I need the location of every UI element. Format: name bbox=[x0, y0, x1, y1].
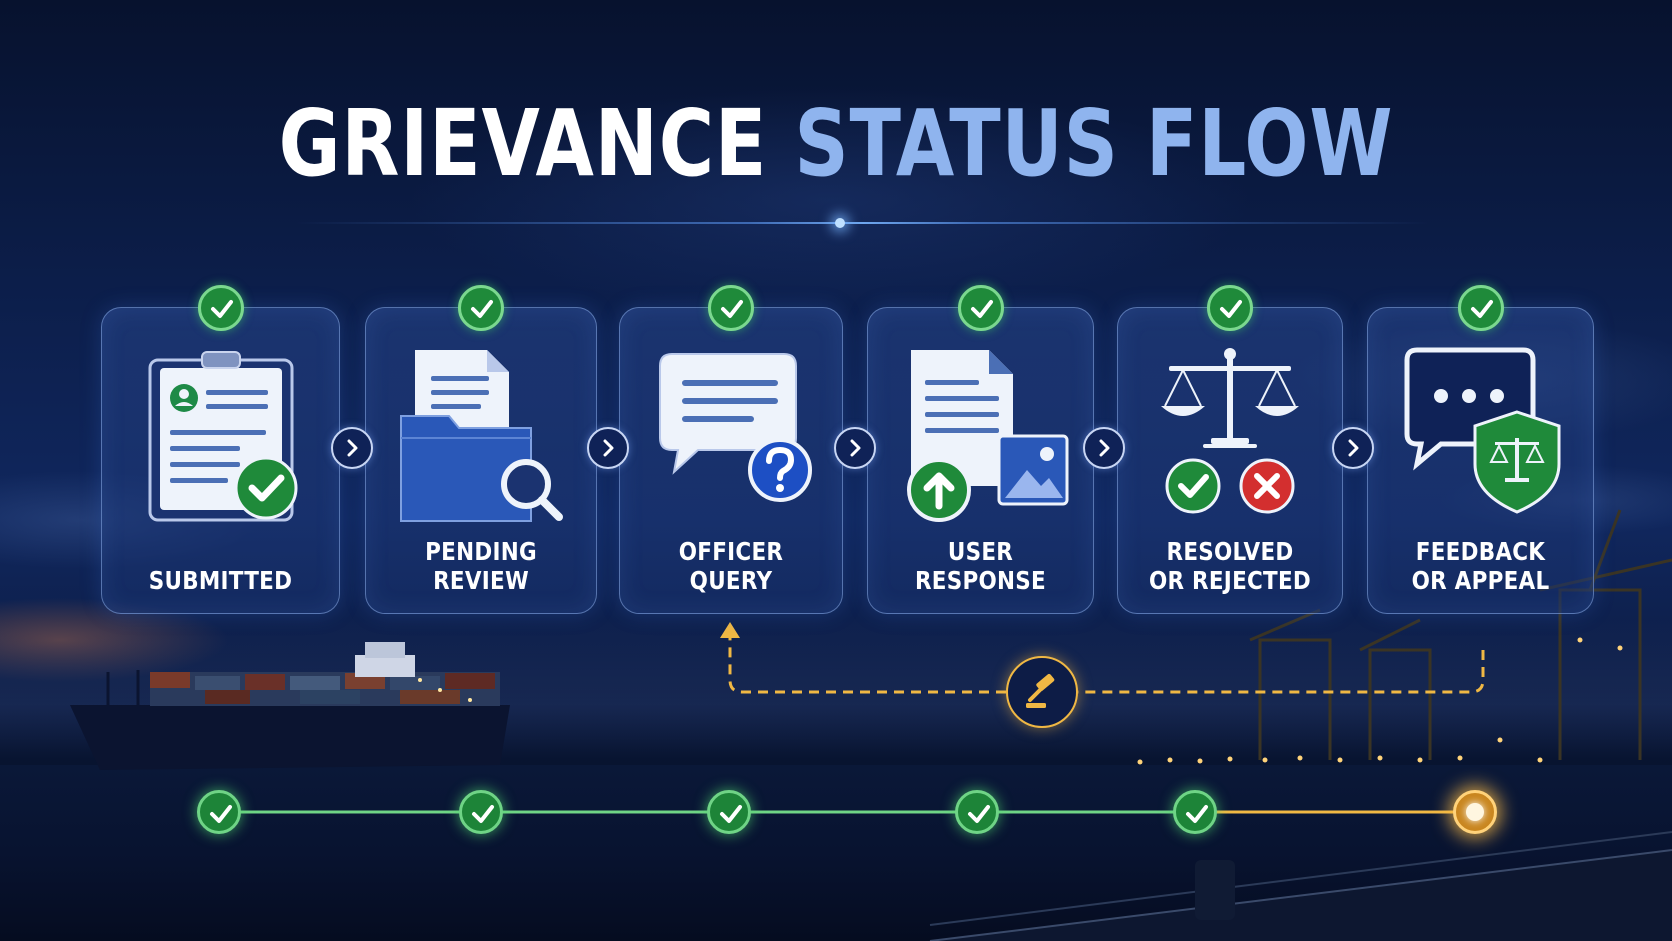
stage-label-line-1: RESOLVED bbox=[1166, 537, 1294, 566]
stage-complete-badge bbox=[957, 285, 1004, 331]
stage-complete-badge bbox=[1457, 285, 1504, 331]
chevron-right-icon bbox=[1348, 439, 1359, 457]
check-icon bbox=[968, 805, 990, 823]
check-icon bbox=[721, 300, 743, 318]
stage-label-line-1: SUBMITTED bbox=[148, 566, 293, 595]
chevron-right-icon bbox=[1099, 439, 1110, 457]
stage-card-4: USER RESPONSE bbox=[867, 285, 1094, 614]
check-icon bbox=[720, 805, 742, 823]
stage-label: SUBMITTED bbox=[119, 566, 323, 595]
progress-step-complete bbox=[1173, 790, 1217, 834]
check-icon bbox=[210, 805, 232, 823]
stage-complete-badge bbox=[708, 285, 754, 331]
page-title: GRIEVANCE STATUS FLOW bbox=[150, 98, 1521, 190]
stage-label-line-2: OR APPEAL bbox=[1411, 566, 1550, 595]
flow-arrow-1 bbox=[331, 427, 373, 469]
progress-step-complete bbox=[459, 790, 503, 834]
stage-label: PENDING REVIEW bbox=[382, 537, 580, 595]
chat-question-icon bbox=[620, 346, 842, 536]
cargo-ship-illustration bbox=[70, 642, 510, 770]
stage-card-2: PENDING REVIEW bbox=[365, 285, 597, 614]
title-divider bbox=[295, 222, 1430, 224]
stage-complete-badge bbox=[197, 285, 244, 331]
flow-arrow-5 bbox=[1332, 427, 1374, 469]
stage-card-1: SUBMITTED bbox=[101, 285, 340, 614]
title-divider-glow-dot bbox=[835, 218, 845, 228]
folder-search-icon bbox=[366, 346, 596, 536]
check-icon bbox=[471, 300, 493, 318]
check-icon bbox=[210, 300, 233, 318]
check-icon bbox=[1470, 300, 1493, 318]
stage-label-line-1: USER RESPONSE bbox=[914, 537, 1046, 595]
stage-label-line-1: OFFICER QUERY bbox=[678, 537, 784, 595]
check-icon bbox=[472, 805, 494, 823]
chevron-right-icon bbox=[850, 439, 861, 457]
stage-label-line-1: FEEDBACK bbox=[1415, 537, 1546, 566]
check-icon bbox=[1186, 805, 1208, 823]
flow-arrow-4 bbox=[1083, 427, 1125, 469]
pier-illustration bbox=[929, 831, 1672, 941]
stage-card-3: OFFICER QUERY bbox=[619, 285, 843, 614]
check-icon bbox=[970, 300, 993, 318]
document-upload-icon bbox=[868, 346, 1093, 536]
chat-shield-icon bbox=[1368, 346, 1593, 536]
progress-step-complete bbox=[707, 790, 751, 834]
check-icon bbox=[1220, 300, 1242, 318]
progress-step-complete bbox=[955, 790, 999, 834]
stage-complete-badge bbox=[458, 285, 504, 331]
stage-label-line-1: PENDING REVIEW bbox=[425, 537, 537, 595]
chevron-right-icon bbox=[603, 439, 614, 457]
flow-arrow-3 bbox=[834, 427, 876, 469]
chevron-right-icon bbox=[347, 439, 358, 457]
stage-label-line-2: OR REJECTED bbox=[1148, 566, 1312, 595]
title-part-2: STATUS FLOW bbox=[794, 90, 1394, 197]
gavel-icon bbox=[1026, 673, 1055, 708]
appeal-gavel-badge bbox=[1006, 656, 1078, 728]
port-lights bbox=[1137, 637, 1623, 765]
stage-label: USER RESPONSE bbox=[884, 537, 1078, 595]
title-part-1: GRIEVANCE bbox=[278, 90, 768, 197]
progress-step-current bbox=[1453, 790, 1497, 834]
flow-arrow-2 bbox=[587, 427, 629, 469]
clipboard-check-icon bbox=[102, 346, 339, 536]
stage-complete-badge bbox=[1207, 285, 1253, 331]
progress-step-complete bbox=[197, 790, 241, 834]
stage-label: OFFICER QUERY bbox=[636, 537, 827, 595]
scales-decision-icon bbox=[1118, 346, 1342, 536]
